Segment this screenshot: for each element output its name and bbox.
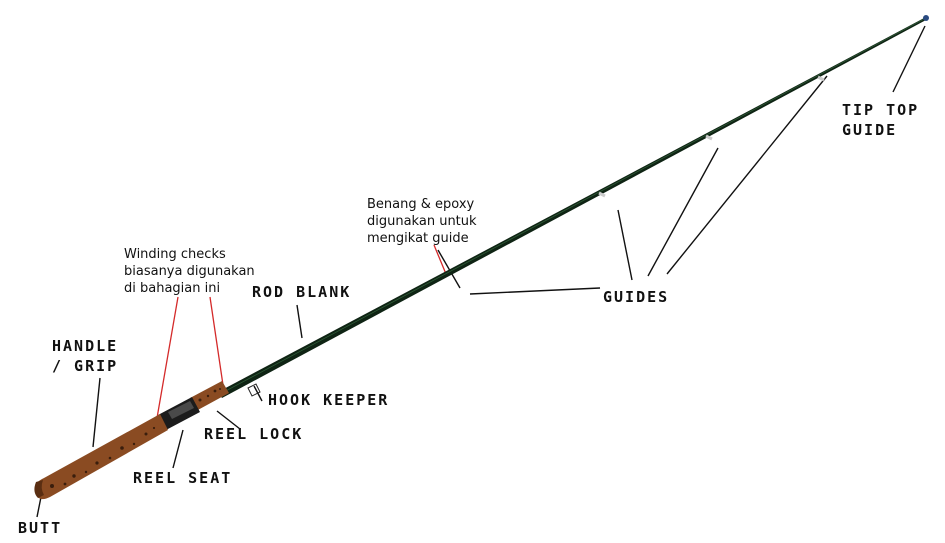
leader-winding-check-2: [209, 296, 224, 386]
handle-texture: [50, 426, 156, 488]
note-thread-epoxy: Benang & epoxy digunakan untuk mengikat …: [367, 197, 477, 246]
reel-seat-hood: [168, 401, 194, 419]
tip-top-guide-ring: [923, 15, 929, 21]
leader-epoxy: [433, 244, 447, 275]
guide-ring-3: [817, 75, 825, 82]
label-rod-blank: ROD BLANK: [252, 283, 352, 301]
leader-guide-3: [647, 147, 719, 277]
label-guides: GUIDES: [603, 288, 670, 306]
leader-butt: [36, 496, 42, 518]
leader-winding-check-1: [156, 296, 179, 419]
handle-cork: [34, 414, 168, 500]
leader-reel-seat: [172, 429, 184, 469]
leader-guide-4: [666, 75, 828, 275]
label-reel-seat: REEL SEAT: [133, 469, 233, 487]
leader-handle: [92, 377, 101, 448]
guide-ring-2: [705, 134, 713, 141]
label-handle-grip: HANDLE / GRIP: [52, 337, 119, 375]
note-winding-checks: Winding checks biasanya digunakan di bah…: [124, 247, 255, 296]
guides-markers: [598, 75, 825, 198]
accent-leaders: [156, 244, 447, 419]
rod-blank-highlight: [219, 17, 927, 395]
hook-keeper: [247, 383, 261, 397]
leader-lines: [36, 25, 926, 518]
leader-guide-2: [617, 209, 633, 281]
leader-reel-lock: [216, 410, 241, 430]
leader-guides-horizontal: [469, 287, 601, 295]
label-reel-lock: REEL LOCK: [204, 425, 304, 443]
leader-tip-top: [892, 25, 926, 93]
foregrip-texture: [198, 388, 221, 402]
leader-rod-blank: [296, 304, 303, 339]
leader-epoxy-black: [437, 249, 461, 289]
butt-cap: [34, 480, 44, 498]
label-butt: BUTT: [18, 519, 63, 537]
label-hook-keeper: HOOK KEEPER: [268, 391, 390, 409]
guide-ring-1: [598, 191, 606, 198]
label-tip-top-guide: TIP TOP GUIDE: [842, 101, 920, 139]
